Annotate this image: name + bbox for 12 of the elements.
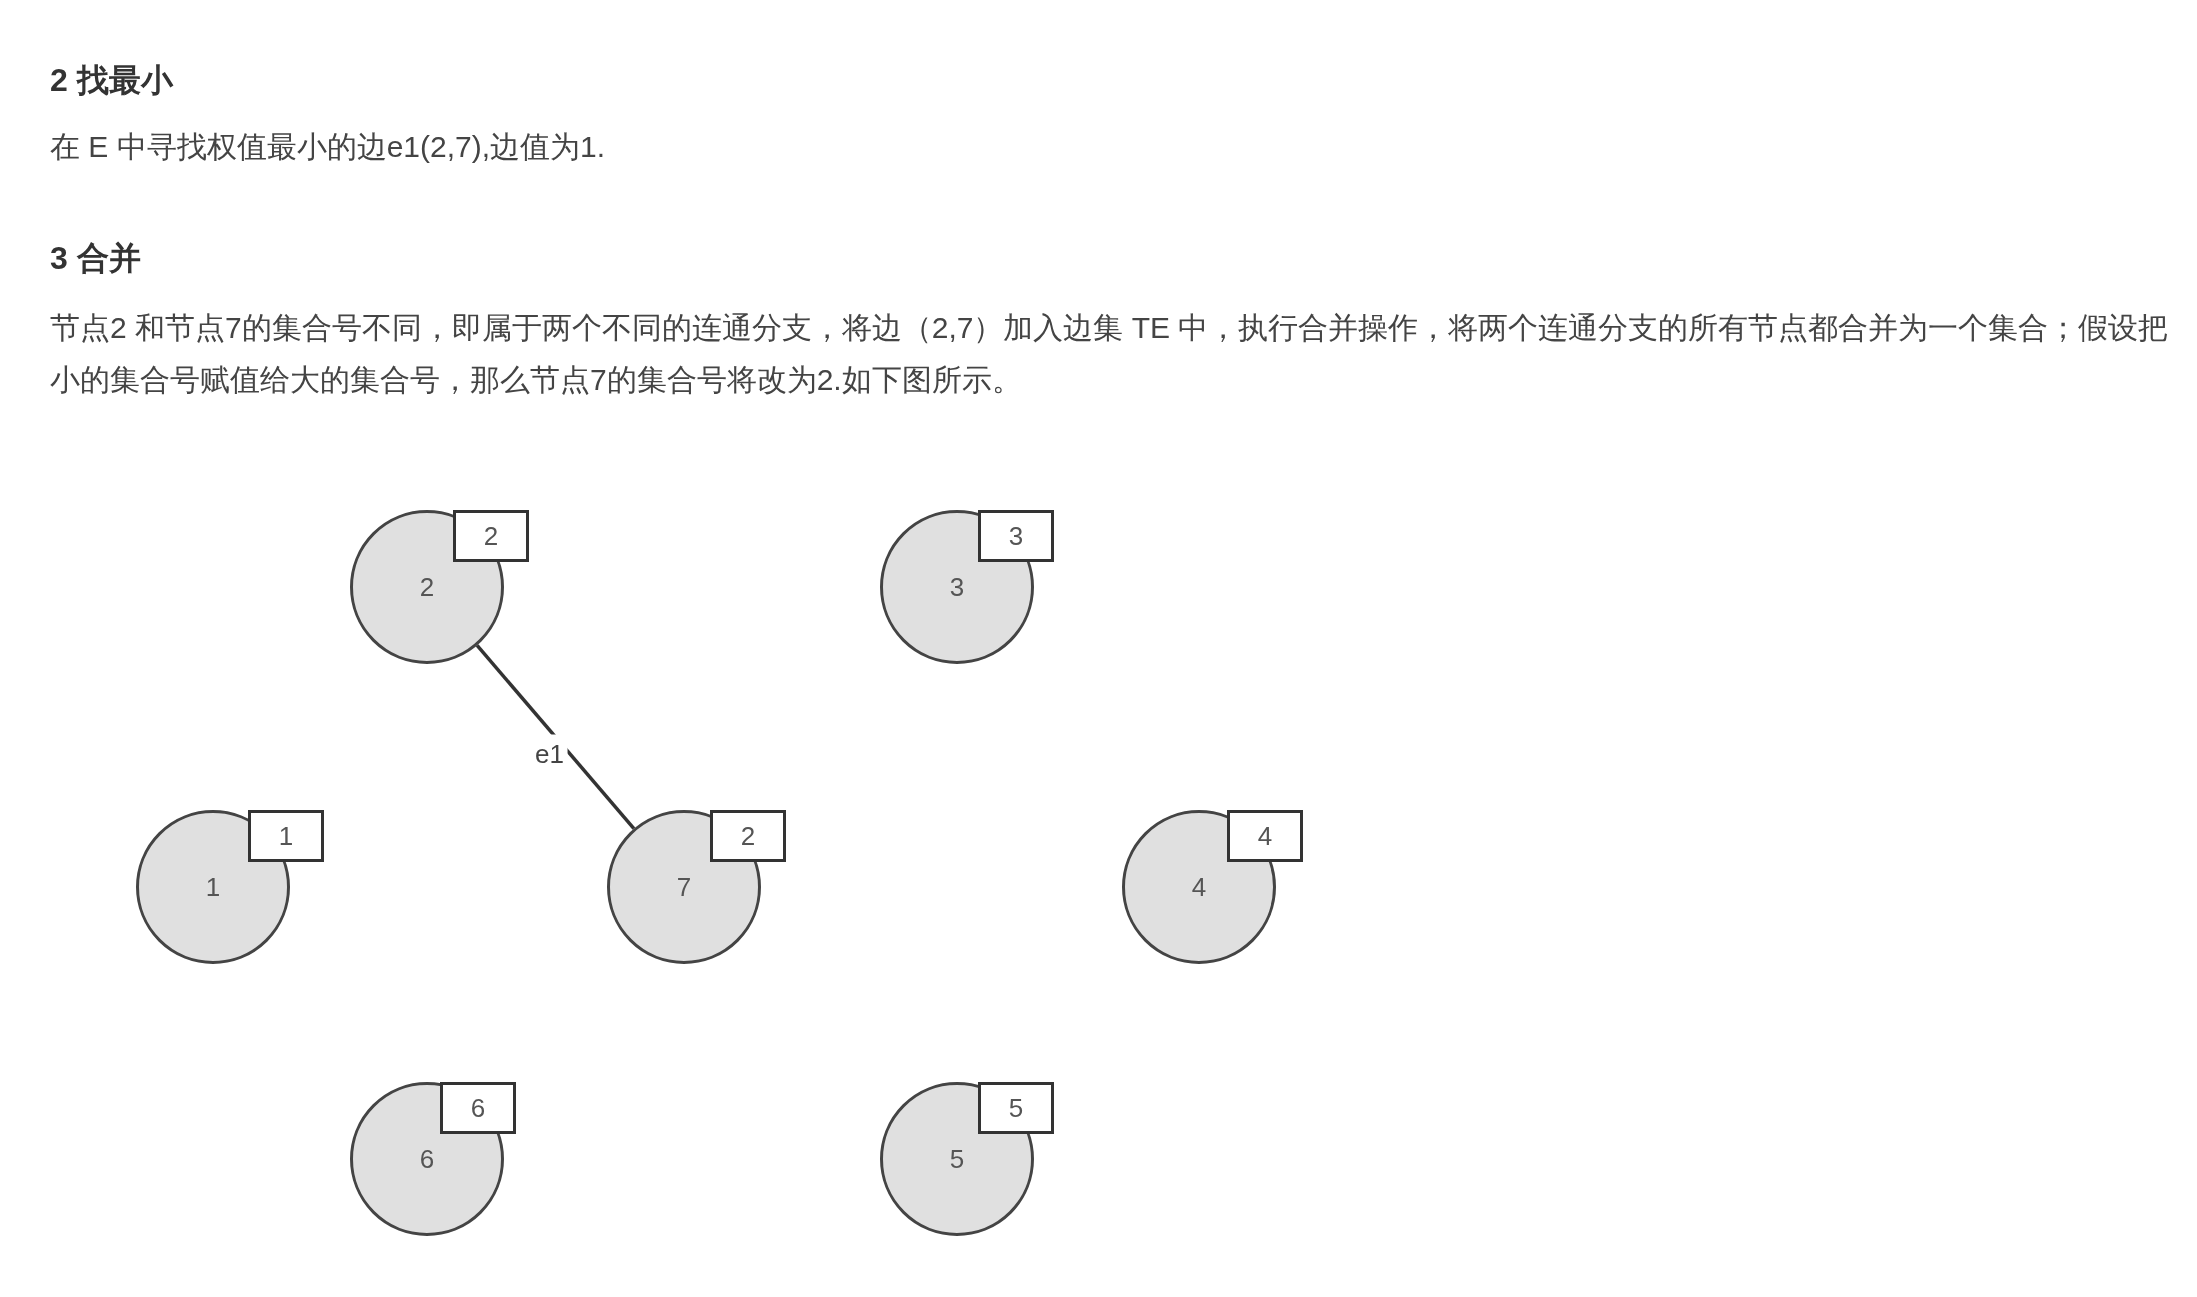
set-number-box: 4 [1227,810,1303,862]
set-number-box: 2 [710,810,786,862]
set-number-box: 5 [978,1082,1054,1134]
section-heading: 3 合并 [50,239,141,278]
paragraph: 在 E 中寻找权值最小的边e1(2,7),边值为1. [50,129,606,165]
paragraph: 节点2 和节点7的集合号不同，即属于两个不同的连通分支，将边（2,7）加入边集 TE 中，执行合并操作，将两个连通分支的所有节点都合并为一个集合；假设把小的集合号赋值给大的集合号，那么节点7的集合号将改为2.如下图所示。 [50,310,2170,398]
set-number-box: 3 [978,510,1054,562]
set-number-box: 2 [453,510,529,562]
connector-line [475,644,636,830]
set-number-box: 1 [248,810,324,862]
set-number-box: 6 [440,1082,516,1134]
section-heading: 2 找最小 [50,61,173,100]
